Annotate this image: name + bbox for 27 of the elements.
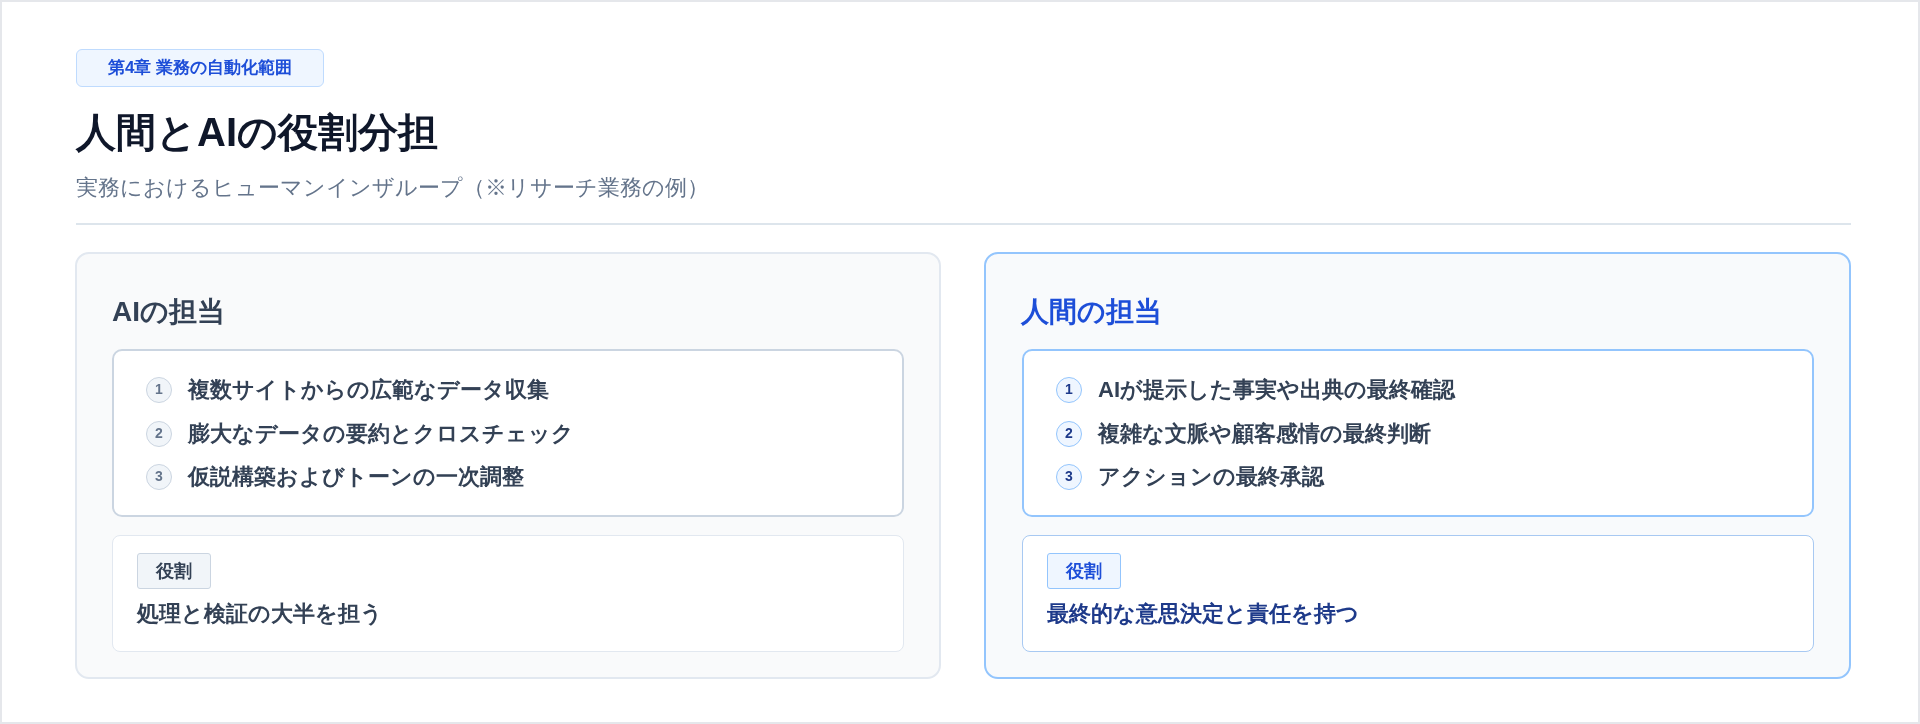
- step-number: 2: [146, 421, 172, 447]
- page-title: 人間とAIの役割分担: [76, 109, 438, 156]
- role-card: [112, 535, 904, 652]
- role-text: 最終的な意思決定と責任を持つ: [1047, 600, 1359, 628]
- list-item-text: 複数サイトからの広範なデータ収集: [188, 376, 549, 404]
- panel-heading: AIの担当: [112, 295, 225, 329]
- list-item-text: 複雑な文脈や顧客感情の最終判断: [1098, 420, 1431, 448]
- step-number: 1: [146, 377, 172, 403]
- step-number: 3: [1056, 464, 1082, 490]
- role-tag: 役割: [137, 553, 211, 589]
- subtitle: 実務におけるヒューマンインザループ（※リサーチ業務の例）: [76, 174, 709, 202]
- panel-heading: 人間の担当: [1021, 295, 1162, 329]
- list-card: [1022, 349, 1814, 517]
- list-item-text: 仮説構築およびトーンの一次調整: [188, 463, 524, 491]
- role-tag: 役割: [1047, 553, 1121, 589]
- list-item-text: アクションの最終承認: [1098, 463, 1324, 491]
- list-item-text: AIが提示した事実や出典の最終確認: [1098, 376, 1455, 404]
- column-panel: [75, 252, 941, 679]
- role-card: [1022, 535, 1814, 652]
- column-panel: [984, 252, 1851, 679]
- chapter-tag: 第4章 業務の自動化範囲: [76, 49, 324, 87]
- role-text: 処理と検証の大半を担う: [137, 600, 383, 628]
- step-number: 1: [1056, 377, 1082, 403]
- list-item-text: 膨大なデータの要約とクロスチェック: [188, 420, 574, 448]
- step-number: 3: [146, 464, 172, 490]
- list-card: [112, 349, 904, 517]
- step-number: 2: [1056, 421, 1082, 447]
